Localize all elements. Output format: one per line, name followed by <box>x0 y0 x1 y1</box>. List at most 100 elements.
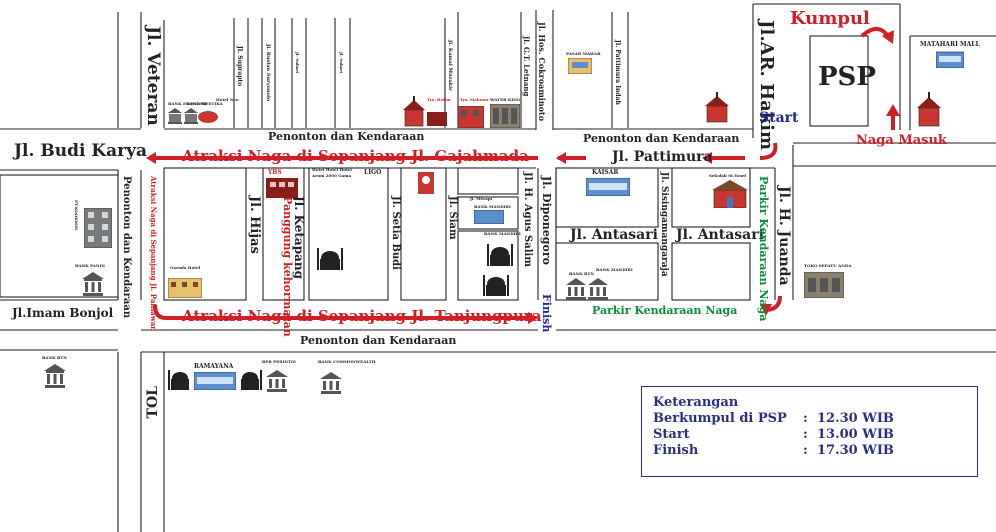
legend-value: 17.30 WIB <box>817 443 894 458</box>
legend-colon: : <box>803 411 808 426</box>
church-icon <box>917 92 941 127</box>
street-budi-karya: Jl. Budi Karya <box>14 141 147 161</box>
shop-icon <box>804 272 844 298</box>
bank-mandiri-3-label: BANK MANDIRI <box>596 267 633 272</box>
parkir-right: Parkir Kendaraan Naga <box>757 176 770 322</box>
bank-icon <box>266 370 288 392</box>
attraction-gajahmada: Atraksi Naga di Sepanjang Jl. Gajahmada <box>182 147 529 165</box>
street-tol: TOL <box>145 386 161 419</box>
sekolah-label: Sekolah St.Yosef <box>709 173 747 178</box>
street-gt-letnang: Jl. G.T. Letnang <box>522 36 531 97</box>
store-icon <box>490 104 520 128</box>
bank-ekonomi-label: BANK EKONOMI <box>168 101 207 106</box>
street-ketapang: Jl. Ketapang <box>292 196 306 279</box>
naga-masuk-label: Naga Masuk <box>856 133 947 148</box>
street-suprapto: Jl. Suprapto <box>236 46 243 87</box>
bank-icon <box>566 278 608 300</box>
ybs-label: YBS <box>268 169 282 176</box>
psp-label: PSP <box>818 62 876 92</box>
bank-panin-label: BANK PANIN <box>75 263 106 268</box>
street-subari-2: Jl. Subari <box>339 52 344 74</box>
stage-icon <box>266 178 298 198</box>
hotel-neo-label: Hotel Neo <box>216 97 239 102</box>
matahari-mall: MATAHARI MALL <box>920 41 980 48</box>
legend-colon: : <box>803 443 808 458</box>
bank-btn-2-label: BANK BTN <box>569 271 595 276</box>
church-icon <box>403 96 447 127</box>
street-hijas: Jl. Hijas <box>247 196 262 254</box>
street-subari: Jl. Subari <box>295 52 300 74</box>
mosque-icon <box>317 248 343 270</box>
spectators-top: Penonton dan Kendaraan <box>268 130 425 143</box>
pizza-icon <box>198 111 218 123</box>
garuda-label: Garuda Hotel <box>170 265 201 270</box>
street-merapi: Jl. Merapi <box>470 196 493 201</box>
kumpul-label: Kumpul <box>790 8 870 29</box>
toko-label: TOKO SEPATU ANDA <box>804 263 852 268</box>
spectators-bottom: Penonton dan Kendaraan <box>300 334 457 347</box>
spectators-left: Penonton dan Kendaraan <box>121 176 132 319</box>
tyo-halim-label: Tys. Halim <box>427 97 451 102</box>
street-pattimura: Jl. Pattimura <box>612 149 713 165</box>
mosque-icon <box>483 275 509 296</box>
street-antasari-1: Jl. Antasari <box>570 227 658 243</box>
legend-title: Keterangan <box>653 395 739 410</box>
street-ruslan: Jl. Ruslan Suryonolo <box>265 44 271 102</box>
tyo-mukmur-label: Tys. Makmur <box>460 97 489 102</box>
bank-icon <box>320 372 342 394</box>
kaisar-label: KAISAR <box>592 169 619 176</box>
bank-icon <box>82 272 104 296</box>
legend-row: Berkumpul di PSP:12.30 WIB <box>653 411 977 427</box>
legend-label: Berkumpul di PSP <box>653 411 787 426</box>
street-antasari-2: Jl. Antasari <box>676 227 764 243</box>
legend-row: Start:13.00 WIB <box>653 427 977 443</box>
mall-icon <box>936 51 964 68</box>
legend-row: Finish:17.30 WIB <box>653 443 977 459</box>
mall-icon <box>586 178 630 196</box>
office-building-icon <box>84 208 112 248</box>
start-label: Start <box>759 110 799 126</box>
bpr-label: BPR PERINTIS <box>262 359 296 364</box>
finish-label: Finish <box>540 294 553 333</box>
street-juanda: Jl. H. Juanda <box>776 186 792 286</box>
kfc-icon <box>418 172 434 194</box>
hotel-row-label: Hotel Hotel Hotel <box>312 167 352 172</box>
school-icon <box>712 180 748 208</box>
mosque-icon <box>168 370 189 390</box>
legend-label: Start <box>653 427 690 442</box>
attraction-tanjungpura: Atraksi Naga di Sepanjang Jl. Tanjungpur… <box>182 307 542 325</box>
attraction-pahlawan: Atraksi Naga di Sepanjang Jl. Pahlawan <box>149 176 158 332</box>
ligo-label: LIGO <box>364 169 382 176</box>
legend-value: 12.30 WIB <box>817 411 894 426</box>
panggung-label: Panggung kehormatan <box>281 196 294 337</box>
legend-value: 13.00 WIB <box>817 427 894 442</box>
street-imam-bonjol: Jl.Imam Bonjol <box>12 306 114 320</box>
street-pattimura-indah: Jl. Pattimura Indah <box>614 40 621 105</box>
street-agus-salim: Jl. H. Agus Salim <box>522 172 533 267</box>
pt-kookmin-label: PT.KOOKMIN <box>74 200 79 231</box>
street-diponegoro: Jl. Diponegoro <box>540 176 553 265</box>
bank-mestika-label: BANK MESTIKA <box>186 101 223 106</box>
mosque-icon <box>487 244 513 266</box>
parkir-bottom: Parkir Kendaraan Naga <box>592 304 738 317</box>
hotel-icon <box>168 278 202 298</box>
street-sisingamangaraja: Jl. Sisingamangaraja <box>659 172 669 277</box>
legend-colon: : <box>803 427 808 442</box>
commonwealth-label: BANK COMMONWEALTH <box>318 359 376 364</box>
market-icon <box>568 58 592 74</box>
street-kamal: Jl. Kamal Muzakir <box>447 40 453 91</box>
street-veteran: Jl. Veteran <box>143 26 163 126</box>
bank-mandiri-2-label: BANK MANDIRI <box>484 231 521 236</box>
bank-mandiri-1-label: BANK MANDIRI <box>474 204 511 209</box>
street-siam: Jl. Siam <box>447 196 458 240</box>
legend-label: Finish <box>653 443 699 458</box>
bank-icon <box>44 364 66 388</box>
mosque-icon <box>241 370 262 390</box>
water-king-label: WATER KING <box>490 97 521 102</box>
mall-icon <box>194 372 236 390</box>
church-icon <box>705 92 729 123</box>
street-cokroaminoto: Jl. Hos. Cokroaminoto <box>537 22 547 122</box>
ramayana-label: RAMAYANA <box>194 363 234 370</box>
bank-icon <box>474 210 504 224</box>
